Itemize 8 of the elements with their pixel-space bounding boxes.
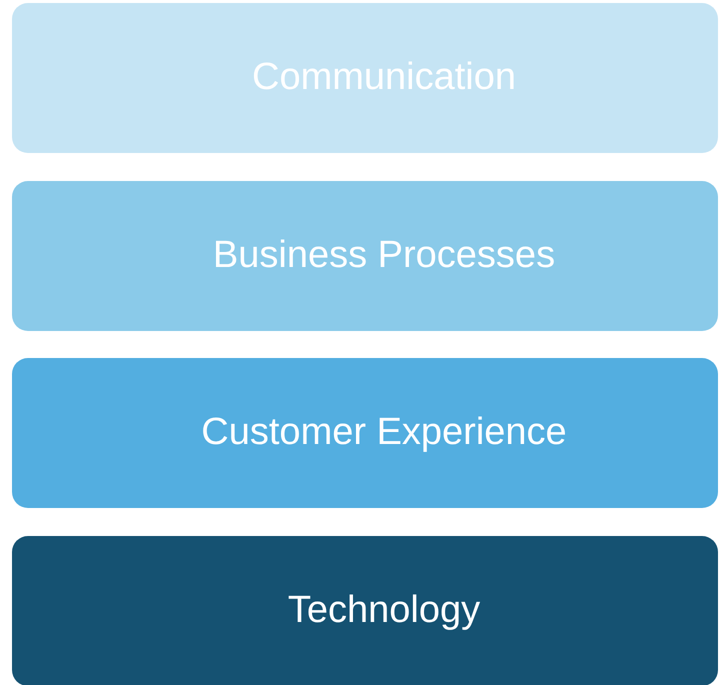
layer-label: Technology [288, 590, 480, 632]
layer-box [12, 181, 718, 331]
layer-label: Customer Experience [201, 412, 567, 454]
layer-box [12, 536, 718, 685]
layer-label: Communication [252, 57, 516, 99]
layer-box [12, 358, 718, 508]
layer-box [12, 3, 718, 153]
layer-label: Business Processes [212, 235, 556, 277]
